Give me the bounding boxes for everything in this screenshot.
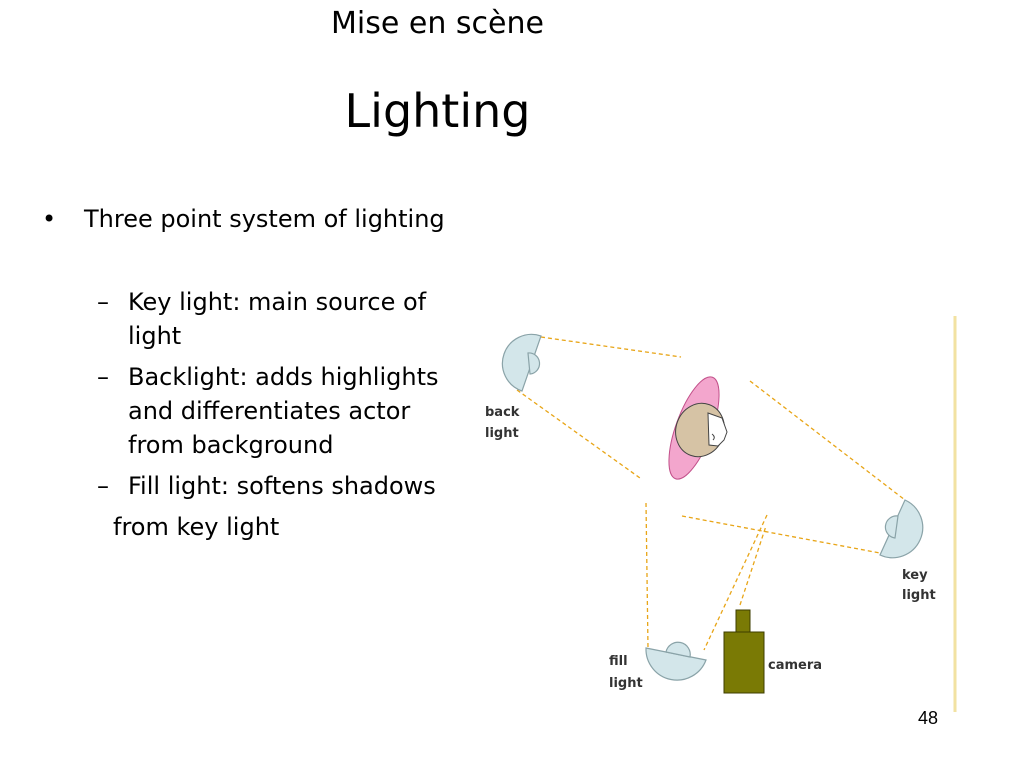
key-light-label: key light [902, 568, 936, 603]
fill-light-label: fill light [609, 654, 643, 691]
sub-bullet-key-line-2: light [128, 322, 182, 350]
camera-icon [723, 609, 765, 694]
sub-bullet-back-line-3: from background [128, 431, 334, 459]
light-beams [516, 336, 906, 651]
actor-head-icon [668, 376, 728, 480]
section-title: Mise en scène [331, 6, 544, 41]
sub-bullet-marker: – [97, 363, 109, 391]
sub-bullet-fill-line-1: Fill light: softens shadows [128, 472, 436, 500]
fill-light-icon [645, 641, 707, 681]
beam-key-top [749, 380, 906, 501]
beam-back-bottom [516, 389, 641, 479]
key-light-icon [879, 499, 924, 559]
sub-bullet-back-line-1: Backlight: adds highlights [128, 363, 439, 391]
sub-bullet-back-line-2: and differentiates actor [128, 397, 411, 425]
beam-key-bottom [681, 515, 881, 554]
back-light-icon [501, 333, 542, 392]
sub-bullet-marker: – [97, 472, 109, 500]
slide-title: Lighting [344, 84, 531, 138]
beam-fill-right [703, 514, 768, 651]
page-number: 48 [917, 708, 938, 728]
back-light-label: back light [485, 405, 524, 441]
beam-fill-left [645, 502, 649, 649]
bullet-continuation: from key light [113, 513, 280, 541]
camera-label: camera [768, 658, 822, 673]
beam-camera [739, 525, 767, 606]
sub-bullet-key-line-1: Key light: main source of [128, 288, 427, 316]
bullet-marker: • [42, 205, 57, 233]
beam-back-top [540, 336, 682, 358]
bullet-main: Three point system of lighting [84, 205, 445, 233]
sub-bullet-marker: – [97, 288, 109, 316]
